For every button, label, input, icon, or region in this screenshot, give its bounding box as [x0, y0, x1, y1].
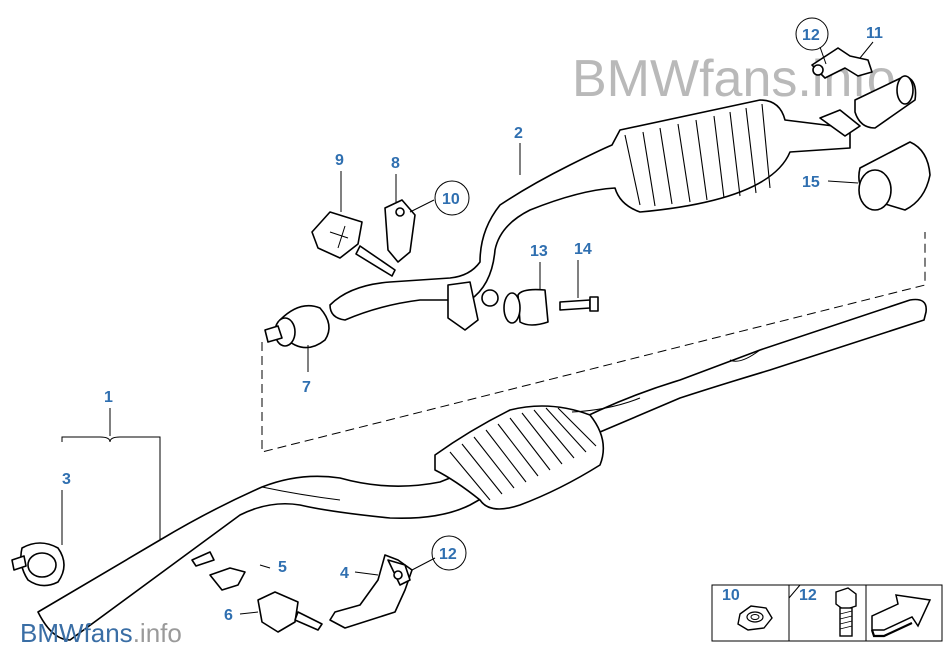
tailpipe-tip-15	[819, 109, 931, 211]
part-label-2: 2	[514, 125, 523, 142]
rubber-mount-6	[257, 591, 323, 633]
watermark-tld: .info	[133, 618, 182, 648]
part-label-5: 5	[278, 559, 287, 576]
legend-label-12: 12	[799, 587, 817, 604]
clamp-3	[11, 542, 65, 587]
legend-box: 10 12	[711, 584, 943, 642]
bracket-8	[384, 199, 416, 263]
circle-highlight-12-top	[795, 17, 829, 51]
part-label-7: 7	[302, 379, 311, 396]
hex-bolt-icon	[835, 587, 857, 637]
part-label-1: 1	[104, 389, 113, 406]
part-label-8: 8	[391, 155, 400, 172]
rubber-buffer-13	[503, 288, 549, 326]
part-label-6: 6	[224, 607, 233, 624]
hex-nut-icon	[737, 605, 773, 631]
hanger-5	[191, 551, 246, 591]
tailpipe-tip-11	[811, 47, 917, 129]
legend-label-10: 10	[722, 587, 740, 604]
part-label-12-bottom: 12	[439, 546, 457, 563]
part-label-12-top: 12	[802, 27, 820, 44]
part-label-9: 9	[335, 152, 344, 169]
rear-silencer	[329, 99, 851, 331]
bolt-14	[559, 296, 599, 312]
assembly-boundary-line	[261, 232, 926, 453]
part-label-3: 3	[62, 471, 71, 488]
watermark-brand: BMWfans	[20, 618, 133, 648]
leader-lines	[61, 41, 874, 615]
part-label-11: 11	[866, 25, 883, 42]
part-label-10: 10	[442, 191, 460, 208]
front-pipe-with-converter	[37, 298, 927, 641]
part-label-4: 4	[340, 565, 349, 582]
circle-highlight-12-bottom	[431, 535, 467, 571]
bracket-4	[329, 554, 413, 629]
watermark-bottom-left: BMWfans.info	[20, 618, 182, 648]
part-label-14: 14	[574, 241, 592, 258]
part-label-13: 13	[530, 243, 548, 260]
rubber-mount-9	[311, 211, 396, 277]
part-label-15: 15	[802, 174, 820, 191]
circle-highlight-10	[434, 180, 470, 216]
clamp-7	[264, 304, 330, 349]
arrow-icon	[870, 594, 932, 638]
